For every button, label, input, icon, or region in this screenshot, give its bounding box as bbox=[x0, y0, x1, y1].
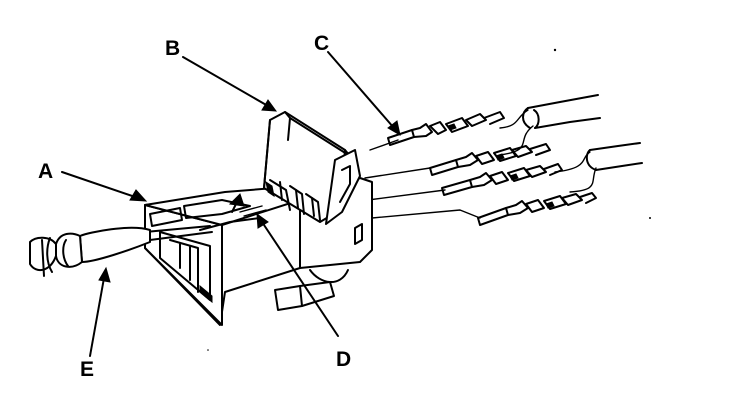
callout-label-c: C bbox=[314, 32, 329, 55]
leader-arrowhead-b bbox=[261, 99, 278, 112]
callout-label-d: D bbox=[336, 348, 351, 371]
terminal-pin-4 bbox=[477, 192, 597, 226]
leader-line-a bbox=[61, 171, 139, 199]
callout-label-a: A bbox=[38, 160, 53, 183]
leader-arrowhead-a bbox=[129, 189, 148, 202]
callout-label-e: E bbox=[80, 358, 94, 381]
leader-arrowhead-c bbox=[387, 120, 401, 137]
terminal-pin-1 bbox=[387, 111, 505, 146]
callout-leaders bbox=[61, 51, 401, 357]
scan-specks bbox=[207, 48, 651, 351]
leader-line-d bbox=[261, 221, 339, 337]
leader-line-e bbox=[89, 277, 105, 357]
leader-line-c bbox=[327, 51, 395, 129]
leader-arrowhead-e bbox=[98, 266, 111, 283]
terminal-pin-2 bbox=[429, 143, 551, 176]
callout-label-b: B bbox=[165, 37, 180, 60]
terminal-pin-3 bbox=[441, 163, 563, 196]
leader-line-b bbox=[182, 56, 269, 107]
terminal-pins bbox=[387, 111, 597, 226]
leader-arrowhead-d bbox=[256, 212, 269, 229]
callout-labels: A B C D E bbox=[38, 32, 351, 381]
release-tool bbox=[29, 225, 213, 277]
wire-harness bbox=[364, 94, 643, 219]
terminal-lock-retainer bbox=[263, 111, 361, 225]
lock-tab-indicator bbox=[228, 193, 267, 217]
